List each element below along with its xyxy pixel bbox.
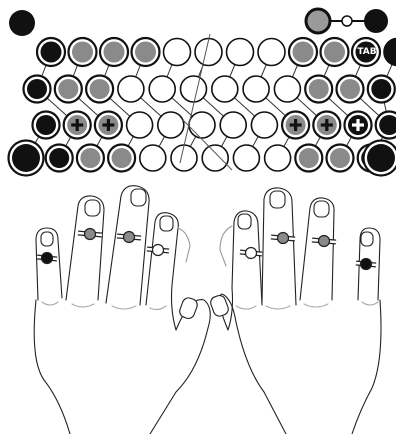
key-row-home-5 <box>189 112 215 138</box>
key-row-home-6 <box>220 112 246 138</box>
key-row-top-5 <box>181 76 207 102</box>
left-index-ghost <box>178 228 190 262</box>
key-row-home-10 <box>345 112 372 139</box>
ring-left-index <box>147 245 169 256</box>
key-row-top-9 <box>305 76 332 103</box>
key-row-number-1 <box>69 38 97 66</box>
right-middle-nail <box>270 191 285 208</box>
right-palm-edge <box>352 300 381 434</box>
key-row-home-11 <box>376 112 396 139</box>
left-hand <box>34 186 210 434</box>
right-pinky-nail <box>361 232 373 246</box>
finger-rings <box>37 229 376 270</box>
key-row-bottom-12 <box>364 141 396 176</box>
key-row-number-7 <box>258 39 285 66</box>
key-row-bottom-2 <box>77 145 104 172</box>
key-row-home-1 <box>64 112 91 139</box>
right-thumb <box>219 294 286 434</box>
key-row-top-8 <box>274 76 300 102</box>
key-row-top-2 <box>86 76 113 103</box>
key-row-bottom-7 <box>233 145 259 171</box>
left-thumb <box>150 300 210 434</box>
key-row-bottom-10 <box>327 145 354 172</box>
corner-dot <box>9 10 35 36</box>
right-hand <box>209 188 381 434</box>
key-row-bottom-0 <box>9 141 44 176</box>
left-palm-inner <box>172 285 177 330</box>
key-row-home-9 <box>313 112 340 139</box>
key-row-number-9 <box>321 38 349 66</box>
tab-key-label: TAB <box>357 47 376 57</box>
key-row-top-3 <box>118 76 144 102</box>
right-ring-nail <box>314 201 329 217</box>
ring-left-middle <box>117 232 141 243</box>
key-row-bottom-3 <box>108 145 135 172</box>
key-row-home-7 <box>251 112 277 138</box>
left-knuckle-arcs <box>42 302 166 310</box>
key-row-top-11 <box>368 76 395 103</box>
key-row-number-4 <box>164 39 191 66</box>
key-row-number-6 <box>227 39 254 66</box>
left-palm-edge <box>34 300 70 434</box>
key-row-bottom-5 <box>171 145 197 171</box>
toggle-switch <box>306 9 388 33</box>
key-row-bottom-6 <box>202 145 228 171</box>
key-row-bottom-1 <box>46 145 73 172</box>
key-row-number-3 <box>132 38 160 66</box>
key-row-top-4 <box>149 76 175 102</box>
key-row-home-2 <box>95 112 122 139</box>
key-row-top-6 <box>212 76 238 102</box>
right-index-nail <box>238 214 251 229</box>
ring-right-middle <box>271 233 295 244</box>
left-thumb-nail <box>178 296 199 320</box>
key-row-home-3 <box>127 112 153 138</box>
right-index-ghost <box>220 226 232 266</box>
toggle-center-dot <box>342 16 352 26</box>
left-ring-nail <box>85 200 100 216</box>
key-row-home-0 <box>33 112 60 139</box>
key-row-top-7 <box>243 76 269 102</box>
key-connector-lines <box>26 52 396 158</box>
key-row-bottom-4 <box>140 145 166 171</box>
ring-left-ring <box>78 229 102 240</box>
key-row-bottom-8 <box>265 145 291 171</box>
key-row-number-8 <box>289 38 317 66</box>
key-row-top-0 <box>24 76 51 103</box>
left-index-nail <box>160 216 173 231</box>
key-row-top-1 <box>55 76 82 103</box>
toggle-left-knob <box>306 9 330 33</box>
key-row-home-4 <box>158 112 184 138</box>
key-row-number-2 <box>100 38 128 66</box>
left-middle-nail <box>131 189 146 206</box>
ring-left-pinky <box>37 253 57 264</box>
left-pinky-nail <box>41 232 53 246</box>
key-row-number-11 <box>384 39 396 66</box>
right-knuckle-arcs <box>236 302 378 309</box>
key-row-number-0 <box>37 38 65 66</box>
key-row-top-10 <box>337 76 364 103</box>
key-row-home-8 <box>282 112 309 139</box>
ring-right-ring <box>312 236 336 247</box>
toggle-right-knob <box>364 9 388 33</box>
key-row-bottom-9 <box>295 145 322 172</box>
